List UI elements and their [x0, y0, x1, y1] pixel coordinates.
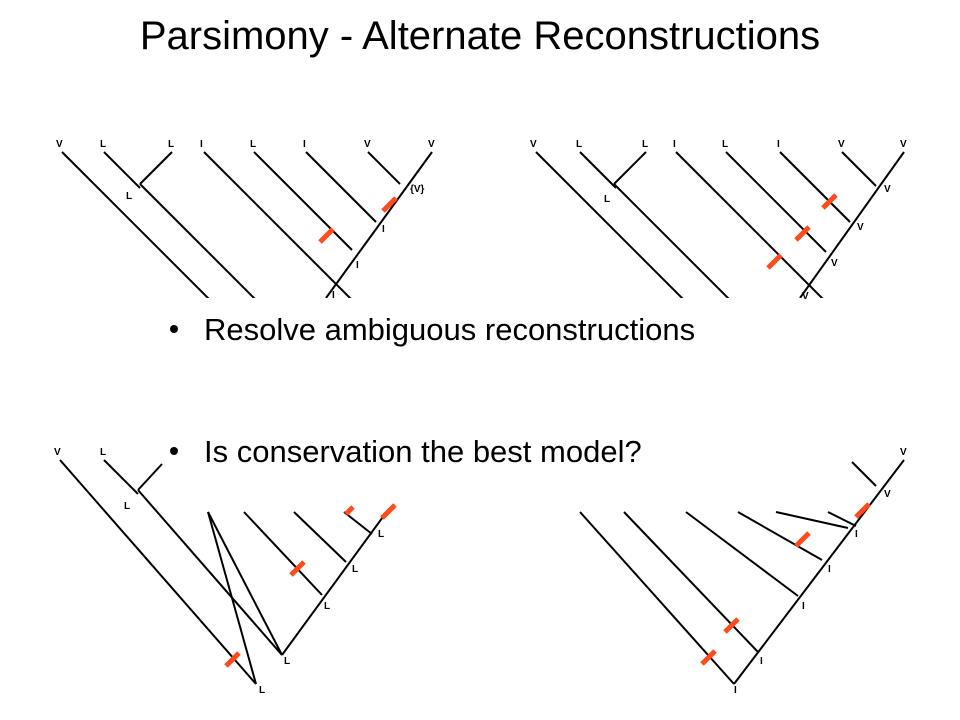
node-label: {V} — [410, 184, 425, 195]
branch — [103, 151, 141, 189]
leaf-label: L — [722, 139, 728, 150]
slide-title: Parsimony - Alternate Reconstructions — [139, 14, 821, 58]
node-label: I — [382, 224, 385, 235]
mutation-mark — [766, 253, 783, 270]
branch — [737, 511, 823, 561]
branch — [613, 151, 647, 185]
branch — [325, 151, 433, 298]
node-label: L — [284, 656, 290, 667]
node-label: L — [378, 529, 384, 540]
branch — [281, 509, 389, 656]
leaf-label: L — [642, 139, 648, 150]
branch — [799, 151, 905, 298]
mutation-mark — [381, 196, 398, 213]
mutation-mark — [854, 502, 871, 519]
branch — [253, 151, 353, 251]
tree-bottom-right — [579, 459, 905, 685]
branch — [851, 461, 877, 487]
branch — [775, 511, 849, 529]
branch — [343, 511, 373, 535]
leaf-label: V — [900, 447, 907, 458]
branch — [103, 459, 139, 495]
leaf-label: V — [428, 139, 435, 150]
leaf-label: V — [530, 139, 537, 150]
mutation-mark — [318, 227, 335, 244]
branch — [725, 151, 827, 253]
branch — [779, 151, 851, 223]
node-label: L — [126, 191, 132, 202]
branch — [535, 151, 684, 298]
node-label: V — [831, 258, 838, 269]
node-label: L — [324, 601, 330, 612]
node-label: I — [734, 685, 737, 696]
branch — [137, 463, 163, 491]
leaf-label: V — [838, 139, 845, 150]
branch — [841, 151, 877, 187]
branch — [137, 489, 283, 656]
leaf-label: L — [168, 139, 174, 150]
node-label: L — [604, 194, 610, 205]
node-label: V — [857, 222, 864, 233]
mutation-mark — [700, 649, 717, 666]
mutation-mark — [380, 503, 397, 520]
node-label: I — [356, 260, 359, 271]
node-label: I — [802, 601, 805, 612]
leaf-label: L — [576, 139, 582, 150]
leaf-label: I — [673, 139, 676, 150]
node-label: V — [802, 291, 809, 302]
leaf-label: I — [200, 139, 203, 150]
branch — [139, 151, 173, 185]
node-label: V — [884, 489, 891, 500]
leaf-label: V — [364, 139, 371, 150]
branch — [675, 151, 824, 298]
branch — [579, 151, 617, 189]
branch — [243, 511, 323, 596]
branch — [61, 151, 210, 298]
branch — [59, 459, 257, 685]
node-label: L — [259, 685, 265, 696]
mutation-mark — [821, 193, 838, 210]
branch — [305, 151, 377, 223]
leaf-label: L — [250, 139, 256, 150]
node-label: V — [884, 184, 891, 195]
leaf-label: I — [303, 139, 306, 150]
branch — [207, 511, 257, 685]
mutation-mark — [289, 560, 306, 577]
branch — [367, 151, 401, 185]
leaf-label: V — [54, 447, 61, 458]
node-label: I — [855, 529, 858, 540]
leaf-label: I — [777, 139, 780, 150]
tree-top-right — [535, 151, 905, 298]
leaf-label: L — [100, 447, 106, 458]
branch — [827, 511, 857, 527]
leaf-label: V — [900, 139, 907, 150]
leaf-label: V — [56, 139, 63, 150]
mutation-mark — [794, 531, 811, 548]
mutation-mark — [344, 505, 355, 516]
branch — [613, 183, 730, 298]
branch — [203, 151, 352, 298]
mutation-mark — [723, 617, 740, 634]
tree-top-left — [61, 151, 433, 298]
branch — [139, 183, 256, 298]
node-label: L — [124, 501, 130, 512]
node-label: I — [332, 290, 335, 301]
mutation-mark — [794, 225, 811, 242]
node-label: I — [760, 656, 763, 667]
mutation-mark — [224, 651, 241, 668]
node-label: I — [828, 564, 831, 575]
branch — [623, 511, 759, 653]
node-label: L — [352, 564, 358, 575]
branch — [685, 511, 799, 597]
branch — [207, 511, 283, 656]
tree-bottom-left — [59, 459, 389, 685]
branch — [733, 459, 905, 685]
branch — [293, 511, 347, 563]
leaf-label: L — [100, 139, 106, 150]
